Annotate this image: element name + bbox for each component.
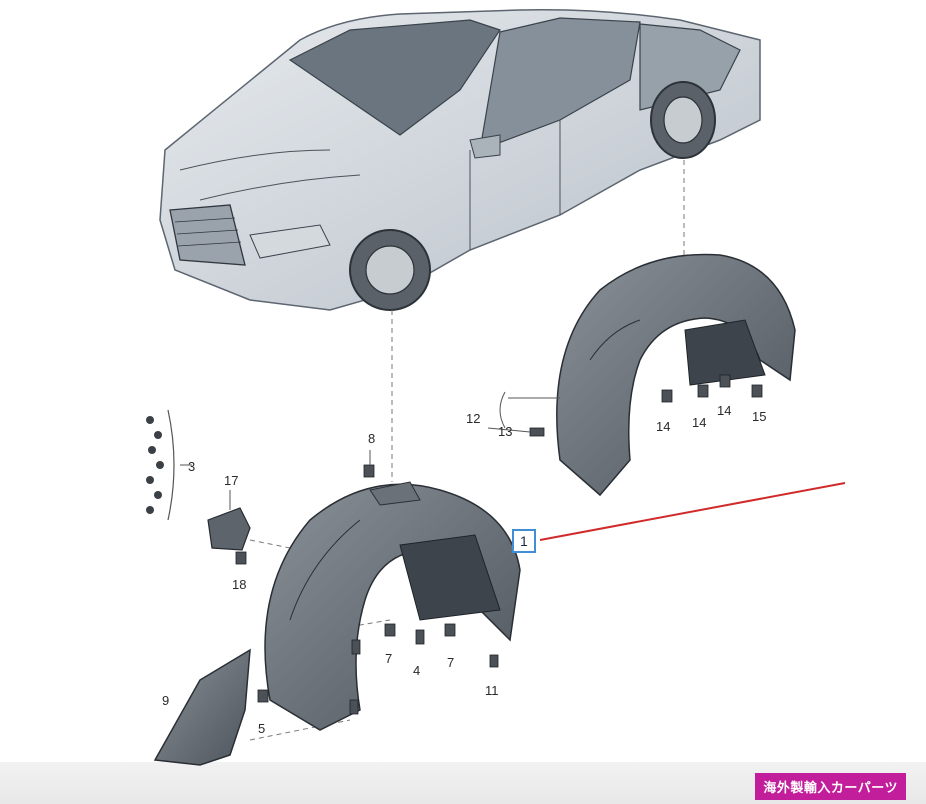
callout-8: 8 (368, 431, 376, 446)
callout-11: 11 (485, 683, 499, 698)
car-illustration (159, 8, 761, 311)
callout-15: 15 (752, 409, 767, 424)
callout-1: 1 (512, 529, 536, 553)
callout-14a: 14 (656, 419, 671, 434)
front-wheelhouse-liner (264, 481, 521, 731)
callout-5: 5 (258, 721, 266, 736)
callout-7b: 7 (447, 655, 455, 670)
callout-14c: 14 (717, 403, 732, 418)
rear-wheelhouse-liner (556, 253, 796, 497)
clip-set (146, 416, 164, 514)
pointer-line (539, 482, 846, 541)
callout-9: 9 (162, 693, 170, 708)
lower-panel (153, 648, 251, 766)
callout-12: 12 (466, 411, 481, 426)
callout-3: 3 (188, 459, 196, 474)
callout-13: 13 (498, 424, 513, 439)
leader-lines (180, 391, 560, 510)
callout-7a: 7 (385, 651, 393, 666)
fasteners (235, 374, 763, 715)
callout-18: 18 (232, 577, 247, 592)
callout-14b: 14 (692, 415, 707, 430)
bracket-part (207, 507, 251, 551)
callout-17: 17 (224, 473, 239, 488)
watermark-badge: 海外製輸入カーパーツ (755, 773, 906, 800)
callout-4: 4 (413, 663, 421, 678)
